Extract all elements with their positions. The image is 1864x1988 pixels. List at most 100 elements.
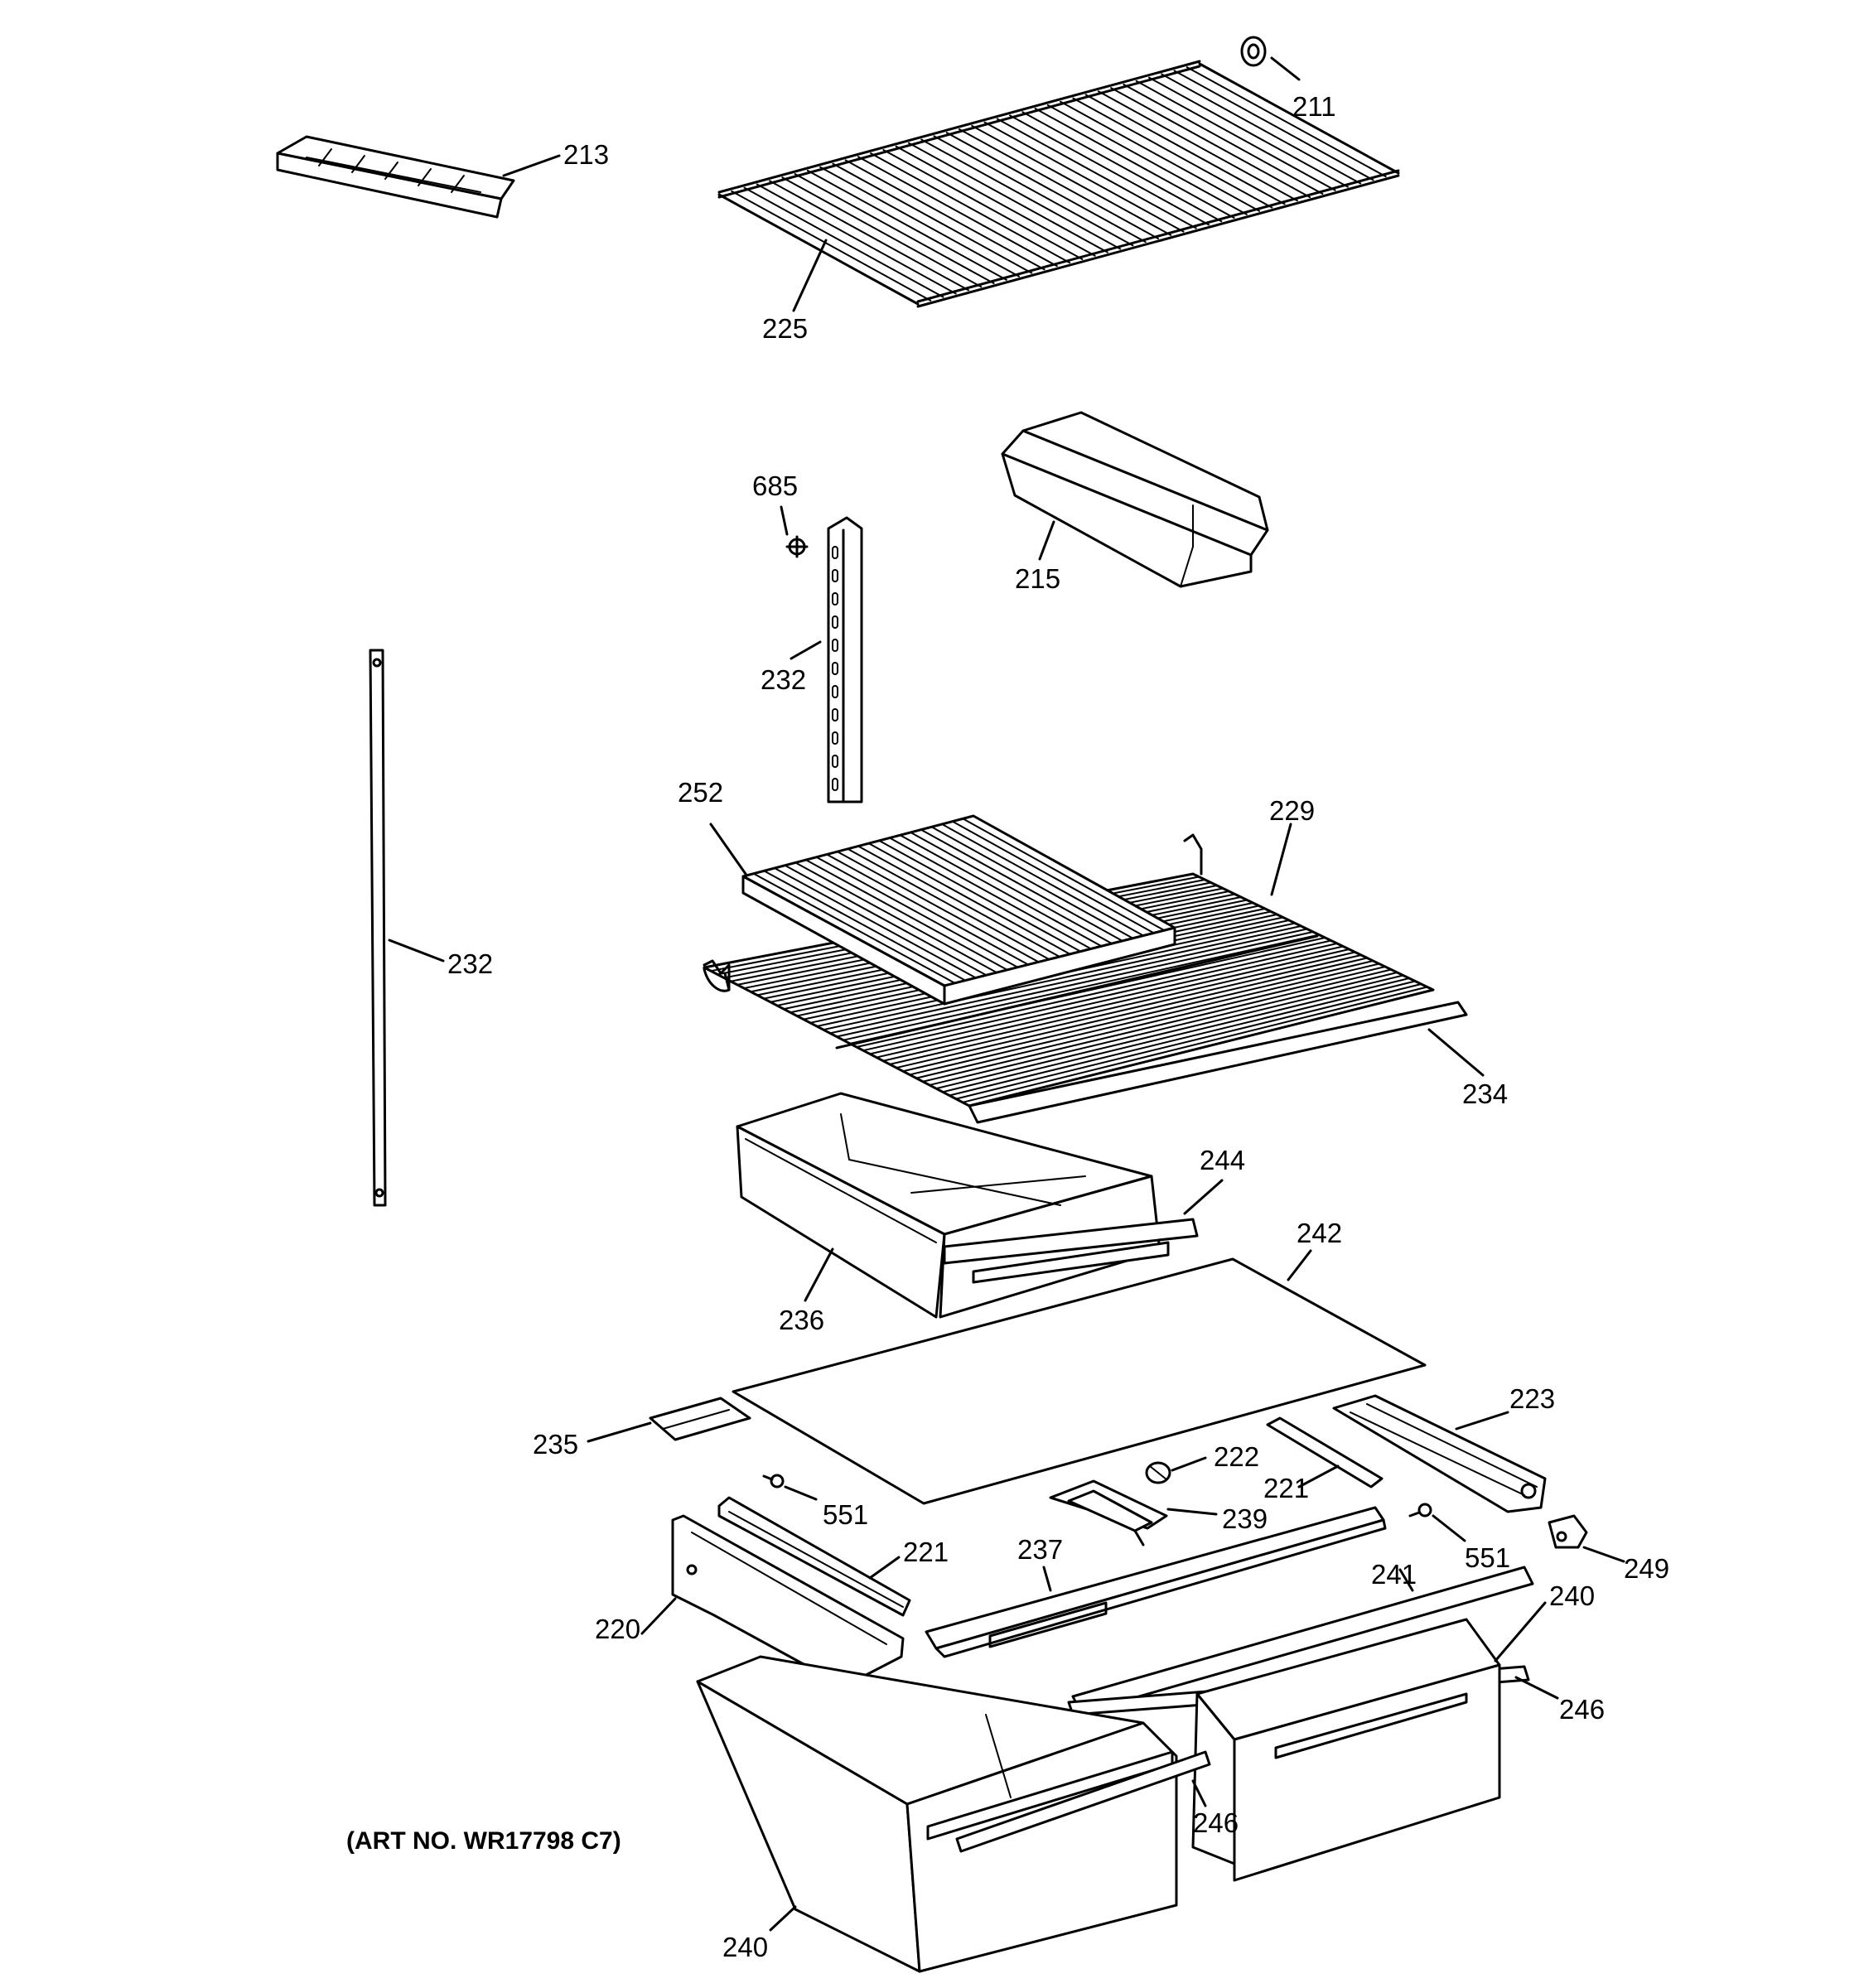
part-211-cap xyxy=(1240,36,1267,67)
part-685-screw xyxy=(785,535,809,558)
part-246-handle-left xyxy=(955,1750,1211,1853)
leader-221-right xyxy=(1297,1464,1340,1489)
wire-line xyxy=(930,826,1134,939)
wire-line xyxy=(907,142,1108,253)
wire-line xyxy=(856,939,1332,1049)
wire-line xyxy=(935,974,1404,1090)
leader-232-lower xyxy=(388,939,445,963)
wire-line xyxy=(806,169,1007,281)
rail-slot xyxy=(832,592,838,606)
wire-line xyxy=(1046,104,1248,215)
wire-line xyxy=(1110,87,1311,199)
wire-line xyxy=(756,183,957,295)
wire-line xyxy=(878,839,1082,953)
leader-234 xyxy=(1427,1028,1485,1077)
rail-slot xyxy=(832,546,838,559)
wire-line xyxy=(895,145,1096,257)
wire-line xyxy=(1060,100,1261,212)
wire-line xyxy=(862,943,1338,1052)
wire-line xyxy=(876,948,1350,1059)
wire-line xyxy=(1072,97,1273,209)
leader-249 xyxy=(1582,1546,1625,1563)
label-229: 229 xyxy=(1269,795,1315,826)
label-232-lower: 232 xyxy=(447,948,493,979)
label-252: 252 xyxy=(678,777,723,808)
part-240-drawer-right xyxy=(1191,1601,1547,1882)
label-211: 211 xyxy=(1292,91,1336,122)
wire-line xyxy=(949,980,1417,1097)
leader-236 xyxy=(804,1247,834,1302)
leader-222 xyxy=(1171,1456,1207,1472)
part-252-cover xyxy=(741,814,1176,1006)
wire-line xyxy=(929,972,1398,1086)
leader-220 xyxy=(640,1597,677,1635)
wire-line xyxy=(815,856,1019,968)
rail-slot xyxy=(832,639,838,652)
leader-211 xyxy=(1270,56,1301,81)
part-244-handle xyxy=(943,1218,1199,1284)
label-551-left: 551 xyxy=(823,1499,868,1530)
wire-line xyxy=(920,138,1122,250)
label-551-right: 551 xyxy=(1465,1542,1510,1573)
label-242: 242 xyxy=(1297,1218,1342,1248)
leader-232-upper xyxy=(790,640,822,660)
wire-line xyxy=(951,820,1155,934)
part-551-screw-right xyxy=(1408,1503,1432,1518)
leader-223 xyxy=(1455,1411,1509,1431)
part-232-rail-lower xyxy=(369,649,387,1207)
label-222: 222 xyxy=(1214,1441,1259,1472)
wire-line xyxy=(869,945,1345,1055)
wire-line xyxy=(781,176,983,288)
wire-line xyxy=(1186,66,1387,178)
wire-line xyxy=(857,845,1060,958)
label-685: 685 xyxy=(752,470,798,501)
wire-line xyxy=(1147,76,1349,188)
label-232-upper: 232 xyxy=(761,664,806,695)
part-labels: 211 213 225 685 215 232 232 252 229 234 … xyxy=(447,91,1669,1962)
part-237-front-rail xyxy=(925,1506,1387,1658)
label-235: 235 xyxy=(533,1429,578,1460)
wire-line xyxy=(915,966,1386,1079)
label-220: 220 xyxy=(595,1614,640,1644)
leader-242 xyxy=(1287,1249,1312,1281)
rail-slot xyxy=(832,569,838,582)
rail-slot xyxy=(832,731,838,745)
wire-line xyxy=(1084,94,1286,205)
part-236-drawer xyxy=(736,1092,1161,1319)
wire-line xyxy=(847,847,1050,961)
wire-line xyxy=(867,842,1071,955)
wire-line xyxy=(731,190,932,302)
wire-line xyxy=(996,118,1197,229)
leader-252 xyxy=(709,823,747,876)
wire-line xyxy=(1123,83,1324,195)
leader-215 xyxy=(1038,520,1055,561)
rail-slot xyxy=(832,662,838,675)
rail-slot xyxy=(832,778,838,791)
label-221-right: 221 xyxy=(1263,1473,1309,1503)
part-223-slide-rail xyxy=(1332,1394,1547,1513)
part-249-clip xyxy=(1548,1514,1588,1549)
leader-237 xyxy=(1042,1566,1052,1592)
wire-line xyxy=(857,156,1058,268)
wire-line xyxy=(1161,73,1362,185)
wire-line xyxy=(1135,80,1336,191)
rail-slot xyxy=(832,755,838,768)
part-222-roller xyxy=(1145,1461,1171,1484)
wire-line xyxy=(910,831,1113,945)
wire-line xyxy=(1009,114,1210,226)
wire-line xyxy=(769,180,970,292)
part-221-rail-left xyxy=(717,1496,911,1617)
label-249: 249 xyxy=(1624,1553,1669,1584)
label-215: 215 xyxy=(1015,563,1060,594)
label-246-left: 246 xyxy=(1193,1807,1239,1838)
wire-line xyxy=(773,867,977,979)
label-240-right: 240 xyxy=(1549,1580,1595,1611)
wire-line xyxy=(823,925,1302,1031)
wire-line xyxy=(844,159,1045,271)
part-215-bin xyxy=(1001,411,1269,588)
wire-line xyxy=(909,963,1380,1076)
label-236: 236 xyxy=(779,1305,824,1335)
label-237: 237 xyxy=(1017,1534,1063,1565)
wire-line xyxy=(743,186,944,298)
